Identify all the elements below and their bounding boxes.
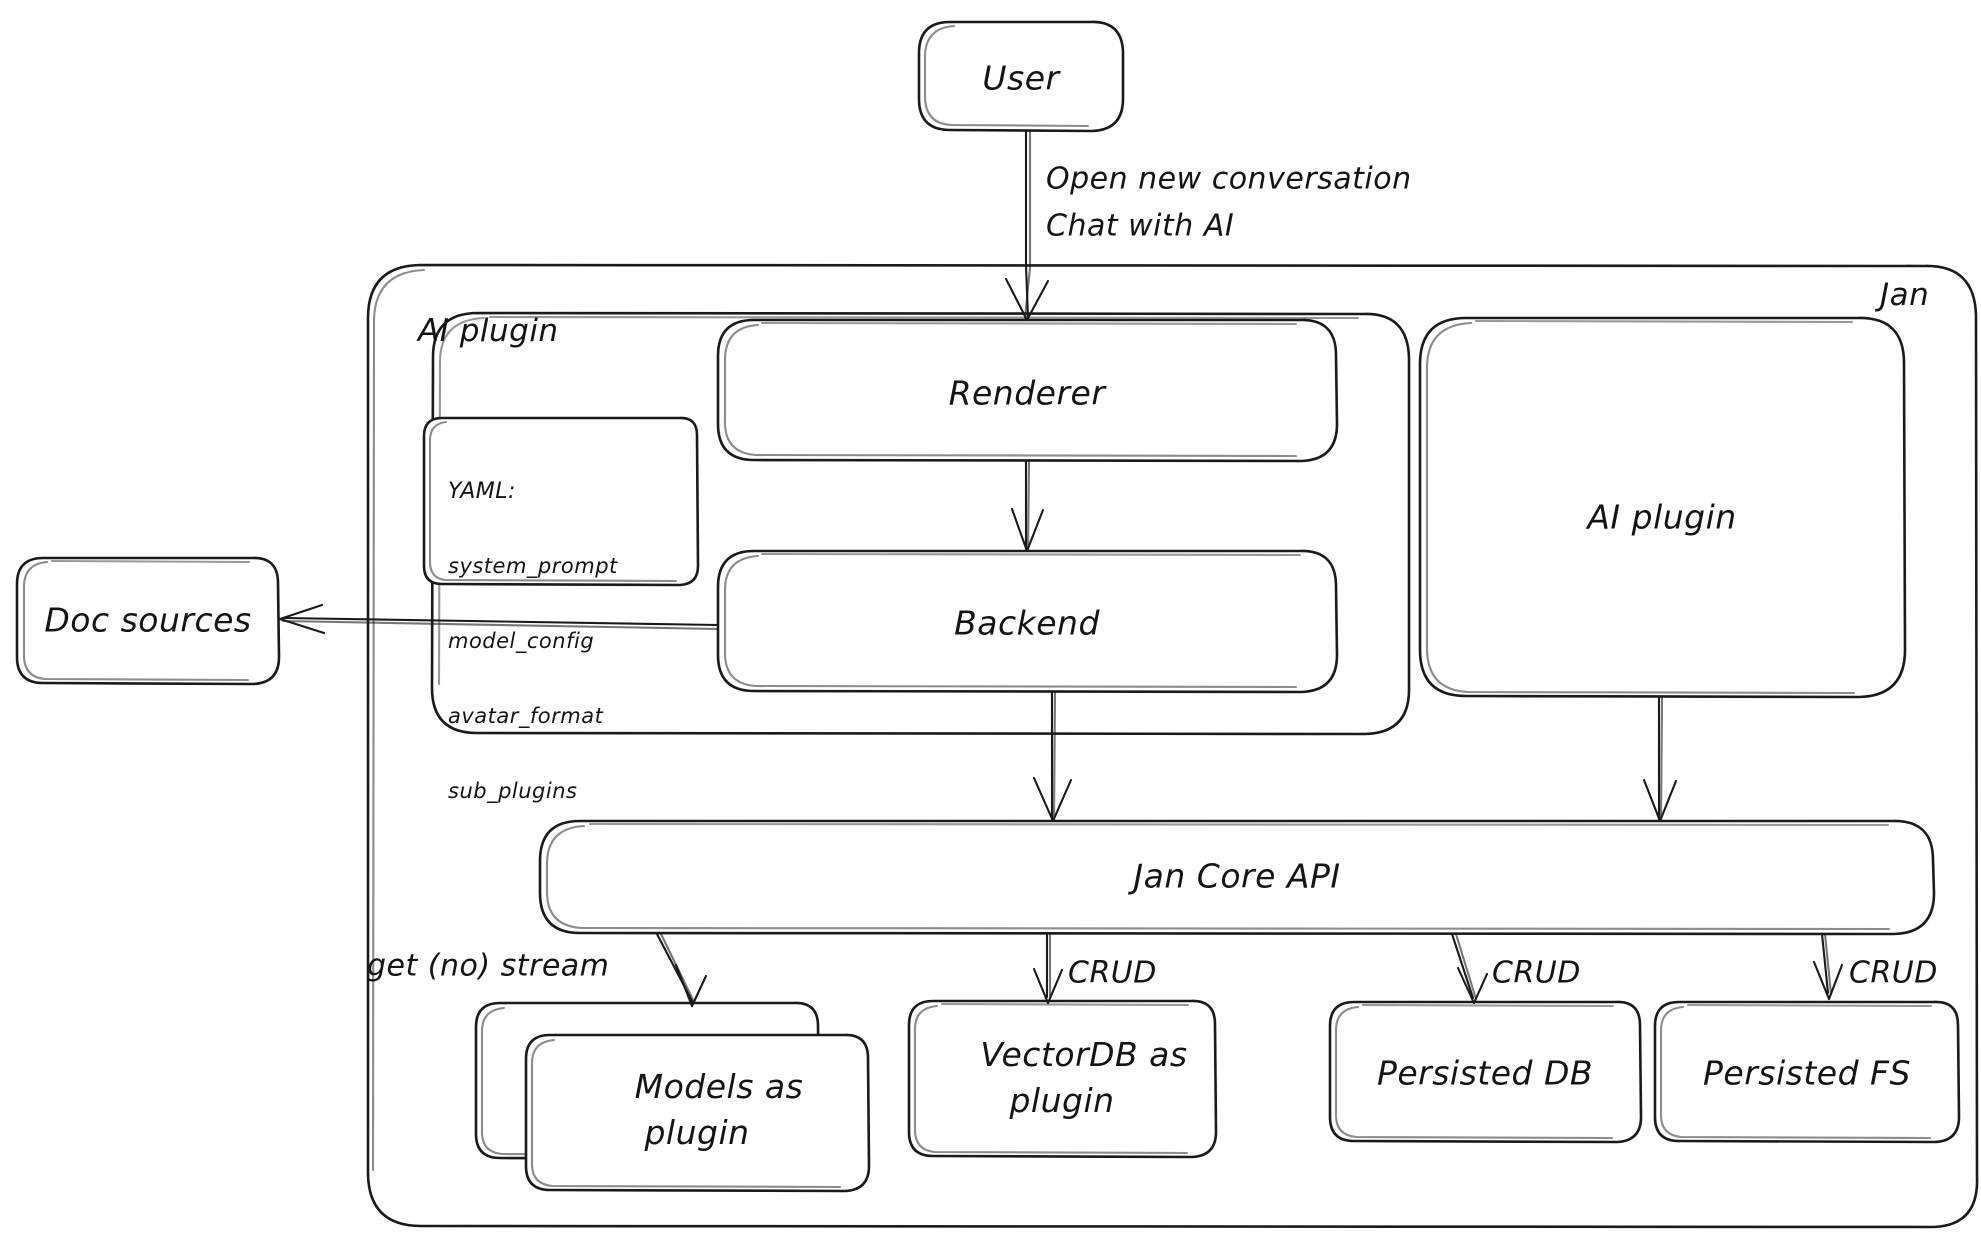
yaml-note-header: YAML: bbox=[448, 479, 516, 504]
edge-label-crud-vectordb: CRUD bbox=[1068, 955, 1157, 991]
edge-renderer-to-backend bbox=[1010, 459, 1045, 553]
node-ai-plugin-shape bbox=[1418, 316, 1907, 699]
yaml-note-key: model_config bbox=[448, 629, 595, 653]
edge-ai-plugin-to-jan-core-api bbox=[1642, 695, 1678, 823]
edge-user-to-renderer bbox=[1004, 129, 1050, 322]
edge-label-chat-with-ai: Chat with AI bbox=[1046, 208, 1235, 244]
container-label-jan: Jan bbox=[1880, 277, 1930, 313]
edge-jan-core-api-to-models bbox=[655, 932, 708, 1008]
yaml-note: YAML: system_prompt model_config avatar_… bbox=[448, 429, 618, 854]
node-label-persisted-fs: Persisted FS bbox=[1703, 1053, 1911, 1093]
node-label-user: User bbox=[982, 58, 1060, 98]
node-vectordb-as-plugin-shape bbox=[907, 999, 1218, 1159]
edge-label-crud-persisted-fs: CRUD bbox=[1849, 955, 1938, 991]
edge-backend-to-doc-sources bbox=[278, 603, 720, 635]
node-label-doc-sources: Doc sources bbox=[44, 600, 252, 640]
node-label-persisted-db: Persisted DB bbox=[1376, 1053, 1594, 1093]
edge-jan-core-api-to-persisted-db bbox=[1450, 932, 1489, 1005]
edge-backend-to-jan-core-api bbox=[1032, 690, 1073, 823]
node-label-renderer: Renderer bbox=[948, 373, 1106, 413]
node-label-backend: Backend bbox=[954, 603, 1100, 643]
node-persisted-db-shape bbox=[1328, 1000, 1643, 1144]
yaml-note-key: avatar_format bbox=[448, 704, 604, 728]
node-label-vectordb-as-plugin: VectorDB as plugin bbox=[980, 1035, 1188, 1120]
node-persisted-fs-shape bbox=[1653, 1000, 1961, 1144]
yaml-note-key: sub_plugins bbox=[448, 779, 578, 803]
edge-label-get-no-stream: get (no) stream bbox=[367, 948, 610, 984]
edge-jan-core-api-to-persisted-fs bbox=[1812, 932, 1844, 1001]
container-label-ai-plugin-group: AI plugin bbox=[418, 313, 559, 349]
node-renderer-shape bbox=[716, 318, 1339, 463]
node-doc-sources-shape bbox=[15, 556, 281, 686]
edge-jan-core-api-to-vectordb bbox=[1032, 932, 1064, 1005]
node-label-ai-plugin: AI plugin bbox=[1587, 497, 1737, 537]
node-label-jan-core-api: Jan Core API bbox=[1133, 856, 1341, 896]
node-label-models-as-plugin: Models as plugin bbox=[634, 1067, 804, 1152]
node-user-shape bbox=[917, 20, 1125, 133]
node-backend-shape bbox=[716, 549, 1339, 694]
edge-label-crud-persisted-db: CRUD bbox=[1492, 955, 1581, 991]
edge-label-open-new-conversation: Open new conversation bbox=[1046, 161, 1412, 197]
node-yaml-note-shape bbox=[422, 416, 700, 587]
node-jan-core-api-shape bbox=[538, 819, 1936, 936]
node-models-as-plugin-shape bbox=[474, 1001, 871, 1193]
yaml-note-key: system_prompt bbox=[448, 554, 618, 578]
